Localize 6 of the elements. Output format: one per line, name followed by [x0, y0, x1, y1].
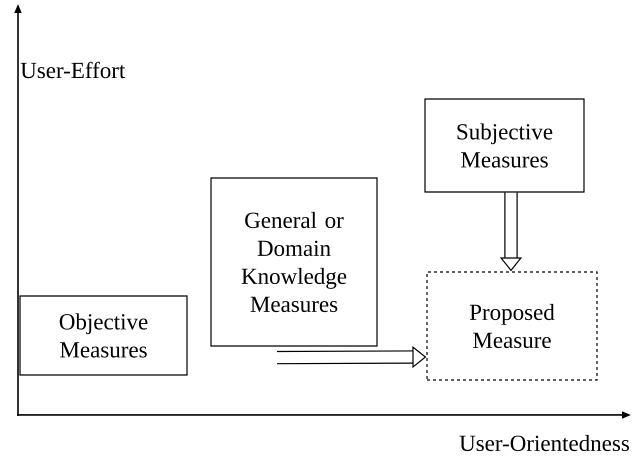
- measure-box: Subjective Measures: [424, 98, 585, 193]
- axis-label: User-Effort: [20, 62, 126, 78]
- measure-box: General or Domain Knowledge Measures: [210, 177, 378, 347]
- axis-label: User-Orientedness: [460, 434, 629, 452]
- measure-box: Proposed Measure: [426, 271, 598, 381]
- measure-box: Objective Measures: [19, 295, 188, 376]
